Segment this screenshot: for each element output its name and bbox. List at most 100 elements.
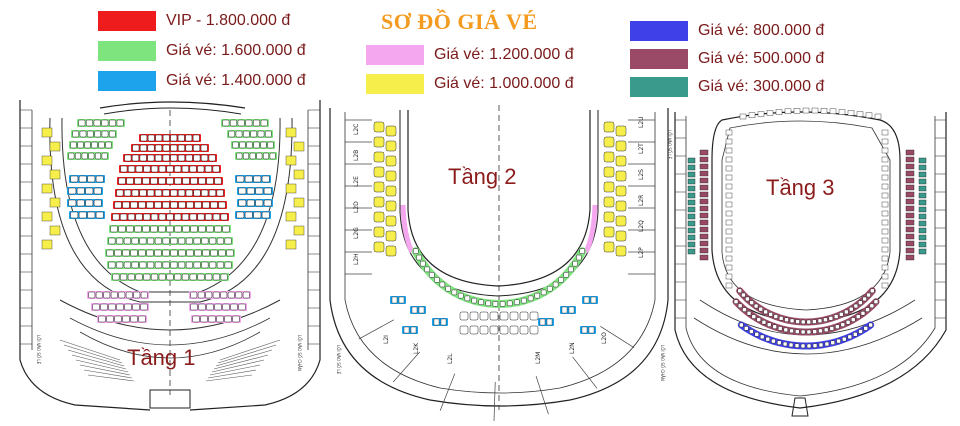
seat bbox=[812, 343, 818, 348]
seat bbox=[754, 332, 759, 337]
seat bbox=[120, 213, 128, 221]
seat bbox=[572, 260, 578, 267]
seat bbox=[744, 326, 749, 331]
seat bbox=[210, 201, 218, 209]
seat-teal bbox=[918, 213, 927, 220]
seat-teal bbox=[687, 164, 696, 171]
seat bbox=[185, 154, 193, 162]
seat bbox=[848, 306, 854, 312]
seat bbox=[170, 144, 178, 152]
seat bbox=[244, 175, 253, 183]
box-label: L2E bbox=[353, 176, 360, 187]
seat bbox=[162, 134, 170, 142]
seat bbox=[802, 107, 810, 114]
seat bbox=[725, 156, 733, 163]
seat-maroon bbox=[905, 233, 915, 240]
floor2-plan: L2CL2BL2EL2DL2GL2HL2UL2TL2SL2RL2QL2PL2IL… bbox=[329, 105, 669, 422]
seat bbox=[140, 291, 148, 299]
box-partition bbox=[535, 376, 549, 415]
seat bbox=[194, 249, 202, 257]
seat bbox=[98, 141, 105, 149]
seat bbox=[178, 237, 186, 245]
seat bbox=[150, 177, 158, 185]
seat bbox=[509, 311, 519, 321]
seat bbox=[759, 334, 765, 340]
seat bbox=[847, 110, 855, 116]
seat-yellow bbox=[603, 241, 615, 253]
seat bbox=[568, 306, 575, 314]
seat bbox=[214, 177, 222, 185]
seat bbox=[212, 165, 220, 173]
seat bbox=[147, 154, 155, 162]
svg-text:LỐI VÀO SỐ CHẴN: LỐI VÀO SỐ CHẴN bbox=[297, 335, 302, 371]
stair-line bbox=[87, 374, 135, 382]
seat-yellow bbox=[385, 155, 397, 167]
stair-line bbox=[219, 339, 281, 361]
seat bbox=[835, 324, 840, 329]
seat bbox=[205, 213, 213, 221]
seat bbox=[189, 213, 197, 221]
seat bbox=[583, 296, 590, 304]
seat bbox=[246, 187, 255, 195]
seat-teal bbox=[687, 185, 696, 192]
seat bbox=[186, 201, 194, 209]
legend-swatch bbox=[98, 71, 156, 91]
seat bbox=[177, 134, 185, 142]
stair-line bbox=[71, 354, 127, 370]
seat bbox=[232, 315, 240, 323]
seat bbox=[116, 119, 124, 127]
seat bbox=[260, 119, 268, 127]
seat-maroon bbox=[699, 254, 709, 261]
seat-maroon bbox=[905, 170, 915, 177]
seat bbox=[794, 343, 800, 348]
seat bbox=[139, 189, 147, 197]
seat bbox=[725, 183, 733, 190]
seat bbox=[739, 322, 744, 328]
seat bbox=[162, 189, 170, 197]
seat bbox=[766, 110, 774, 116]
floor2-label: Tầng 2 bbox=[448, 164, 517, 189]
seat bbox=[263, 187, 272, 195]
seat-teal bbox=[918, 199, 927, 206]
seat bbox=[563, 272, 569, 278]
legend-item-500: Giá vé: 500.000 đ bbox=[630, 48, 824, 70]
seat bbox=[162, 261, 170, 269]
seat bbox=[881, 219, 889, 226]
seat-yellow bbox=[285, 127, 297, 138]
seat bbox=[132, 154, 139, 162]
seat bbox=[434, 277, 440, 283]
seat-yellow bbox=[49, 197, 61, 208]
seat-yellow bbox=[615, 230, 627, 242]
seat-maroon bbox=[905, 156, 915, 163]
box-partition bbox=[600, 326, 635, 349]
seat-maroon bbox=[905, 149, 915, 156]
seat bbox=[193, 154, 201, 162]
seat bbox=[768, 312, 773, 317]
seat bbox=[134, 177, 142, 185]
seat bbox=[170, 261, 178, 269]
seat bbox=[540, 289, 547, 296]
seat-maroon bbox=[699, 212, 709, 219]
seat bbox=[860, 311, 866, 316]
seat bbox=[205, 273, 213, 281]
seat bbox=[828, 316, 834, 321]
seat bbox=[856, 111, 864, 117]
seat bbox=[758, 306, 764, 312]
seat bbox=[534, 292, 541, 299]
seat bbox=[588, 326, 595, 334]
seat bbox=[201, 154, 208, 162]
seat bbox=[93, 199, 102, 207]
svg-text:LỐI VÀO SỐ LẺ: LỐI VÀO SỐ LẺ bbox=[36, 335, 41, 365]
seat bbox=[124, 154, 132, 162]
stair-line bbox=[217, 344, 277, 364]
seat bbox=[777, 326, 783, 331]
seat bbox=[130, 249, 138, 257]
seat bbox=[881, 129, 889, 136]
seat bbox=[118, 291, 126, 299]
seat-teal bbox=[918, 157, 927, 164]
seat-row-pink bbox=[583, 204, 598, 254]
seat bbox=[257, 130, 265, 138]
seat bbox=[202, 201, 210, 209]
seat bbox=[116, 189, 124, 197]
legend-item-1200: Giá vé: 1.200.000 đ bbox=[366, 44, 574, 66]
